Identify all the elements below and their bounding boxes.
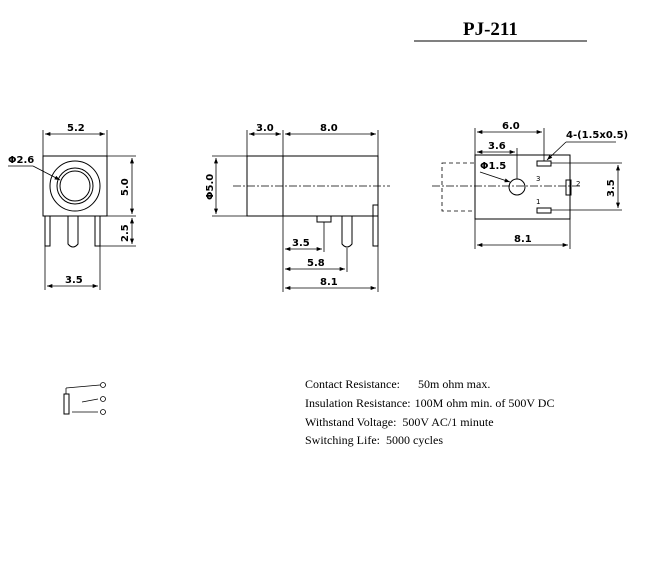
schematic-terminal-bottom (100, 409, 106, 415)
schematic-plug-body (63, 393, 70, 415)
side-view: 3.0 8.0 Φ5.0 3.5 5.8 8.1 (205, 123, 390, 292)
front-height-label: 5.0 (120, 178, 131, 196)
spec-switching-life-value: 5000 cycles (386, 433, 443, 447)
top-view: 3 2 1 6.0 3.6 4-(1.5x0.5) Φ1.5 3.5 8.1 (432, 121, 628, 249)
top-slot-label: 4-(1.5x0.5) (566, 130, 628, 141)
front-hole-inner (59, 170, 91, 202)
top-pin-number-3: 3 (536, 175, 540, 183)
top-length-label: 8.1 (514, 234, 532, 245)
top-slot-3 (536, 160, 552, 167)
schematic-symbol (63, 382, 106, 415)
top-pin-spacing-label: 3.5 (606, 179, 617, 197)
spec-withstand-voltage: Withstand Voltage: 500V AC/1 minute (305, 415, 494, 429)
top-slot-1 (536, 207, 552, 214)
side-pin1-label: 3.5 (292, 238, 310, 249)
spec-insulation-resistance: Insulation Resistance: 100M ohm min. of … (305, 396, 554, 410)
top-slot-leader (546, 141, 567, 161)
front-hole-outer (49, 160, 101, 212)
front-body-outline (42, 155, 108, 217)
front-diameter-label: Φ2.6 (8, 155, 34, 166)
top-pin-number-2: 2 (576, 180, 580, 188)
top-hole-label: Φ1.5 (480, 161, 506, 172)
spec-withstand-voltage-label: Withstand Voltage: (305, 415, 396, 429)
part-number-title: PJ-211 (463, 19, 518, 40)
front-diameter-leader (32, 165, 61, 181)
spec-contact-resistance-value: 50m ohm max. (418, 377, 490, 391)
front-hole-middle (56, 167, 94, 205)
side-pin-tab (316, 215, 332, 223)
spec-contact-resistance-label: Contact Resistance: (305, 377, 400, 391)
specifications: Contact Resistance: 50m ohm max. Insulat… (305, 377, 554, 447)
title-block: PJ-211 (414, 19, 587, 42)
spec-withstand-voltage-value: 500V AC/1 minute (402, 415, 493, 429)
schematic-terminal-top (100, 382, 106, 388)
side-pin3-label: 8.1 (320, 277, 338, 288)
front-pin-left (44, 215, 51, 247)
schematic-switch-wire (81, 398, 99, 403)
front-width-label: 5.2 (67, 123, 85, 134)
schematic-terminal-middle (100, 396, 106, 402)
spec-switching-life: Switching Life: 5000 cycles (305, 433, 443, 447)
front-view: 5.2 Φ2.6 5.0 2.5 3.5 (8, 123, 136, 290)
top-hole-pos-label: 3.6 (488, 141, 506, 152)
top-width-label: 6.0 (502, 121, 520, 132)
top-hidden-front (441, 162, 476, 212)
side-pin-middle (341, 216, 353, 248)
side-body-length-label: 8.0 (320, 123, 338, 134)
spec-switching-life-label: Switching Life: (305, 433, 380, 447)
top-pin-number-1: 1 (536, 198, 540, 206)
top-slot-2 (565, 179, 572, 196)
spec-contact-resistance: Contact Resistance: 50m ohm max. (305, 377, 490, 391)
top-body-outline (474, 154, 571, 220)
side-front-length-label: 3.0 (256, 123, 274, 134)
side-pin2-label: 5.8 (307, 258, 325, 269)
side-diameter-label: Φ5.0 (205, 174, 216, 200)
spec-insulation-resistance-value: 100M ohm min. of 500V DC (415, 396, 555, 410)
top-hole-leader (479, 171, 511, 183)
front-pin-length-label: 2.5 (120, 224, 131, 242)
spec-insulation-resistance-label: Insulation Resistance: (305, 396, 411, 410)
top-hole (508, 178, 526, 196)
front-pin-center (67, 216, 79, 248)
front-pin-right (94, 215, 101, 247)
side-pin-rear (372, 204, 379, 247)
front-pitch-label: 3.5 (65, 275, 83, 286)
schematic-sleeve-wire (65, 384, 101, 389)
